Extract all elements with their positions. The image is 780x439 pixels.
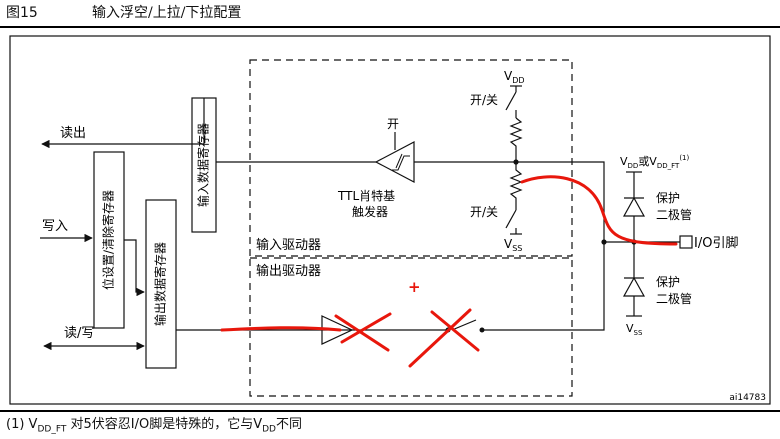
io-pin-label: I/O引脚: [694, 235, 738, 251]
pulldown-switch-label: 开/关: [470, 205, 498, 219]
schmitt-hysteresis-icon: [392, 153, 410, 171]
pullup-switch: [505, 86, 517, 118]
upper-diode-label-1: 保护: [656, 191, 680, 205]
figure-header: 图15 输入浮空/上拉/下拉配置: [6, 2, 241, 24]
red-plus-mark: +: [408, 278, 421, 296]
bsr-to-odr-line: [124, 239, 145, 297]
red-cross-2b: [430, 310, 480, 352]
output-driver-box: [249, 257, 573, 397]
vdd-label: VDD: [504, 69, 525, 85]
lower-diode-label-2: 二极管: [656, 291, 692, 306]
schmitt-label-line2: 触发器: [352, 204, 388, 219]
vss-label: VSS: [504, 237, 522, 253]
input-driver-label: 输入驱动器: [256, 237, 321, 253]
pulldown-switch: [505, 204, 517, 234]
read-line: [41, 98, 205, 149]
pullup-switch-label: 开/关: [470, 93, 498, 107]
supply-label: VDD或VDD_FT(1): [620, 154, 689, 170]
output-to-pin-line: [484, 242, 605, 331]
input-data-register-label: 输入数据寄存器: [196, 123, 211, 207]
read-write-label: 读/写: [64, 326, 94, 341]
pullup-resistor: [509, 117, 523, 162]
footer-rule: [0, 410, 780, 412]
red-annotations: [220, 175, 678, 368]
io-pin-square: [679, 235, 693, 249]
input-driver-box: [249, 59, 573, 257]
output-switch-contact-right: [479, 327, 485, 333]
read-label: 读出: [60, 126, 86, 141]
lower-diode-symbol: [622, 276, 646, 297]
figure-title: 输入浮空/上拉/下拉配置: [92, 5, 242, 21]
pulldown-resistor: [509, 162, 523, 204]
output-switch-blade: [451, 319, 477, 331]
red-cross-1a: [334, 314, 390, 352]
outer-frame: [9, 35, 771, 405]
write-label: 写入: [42, 219, 68, 234]
schmitt-label-line1: TTL肖特基: [337, 188, 395, 203]
output-data-register-label: 输出数据寄存器: [153, 242, 168, 326]
bit-set-reset-register-label: 位设置/清除寄存器: [101, 190, 116, 290]
footnote: (1) VDD_FT 对5伏容忍I/O脚是特殊的，它与VDD不同: [6, 417, 302, 435]
schmitt-enable-label: 开: [387, 117, 399, 131]
upper-diode-symbol: [622, 196, 646, 217]
red-cross-1b: [340, 312, 392, 344]
figure-code: ai14783: [729, 393, 766, 403]
red-output-path: [220, 326, 342, 332]
bit-set-reset-register-box: [93, 151, 125, 329]
red-input-path: [520, 175, 678, 246]
upper-diode-label-2: 二极管: [656, 207, 692, 222]
lower-diode-label-1: 保护: [656, 275, 680, 289]
red-cross-2a: [408, 308, 472, 368]
lower-vss-label: VSS: [626, 322, 643, 337]
output-data-register-box: [145, 199, 177, 369]
header-rule: [0, 26, 780, 28]
figure-number: 图15: [6, 5, 38, 21]
output-driver-label: 输出驱动器: [256, 263, 321, 279]
node-to-pin-line: [516, 161, 605, 242]
